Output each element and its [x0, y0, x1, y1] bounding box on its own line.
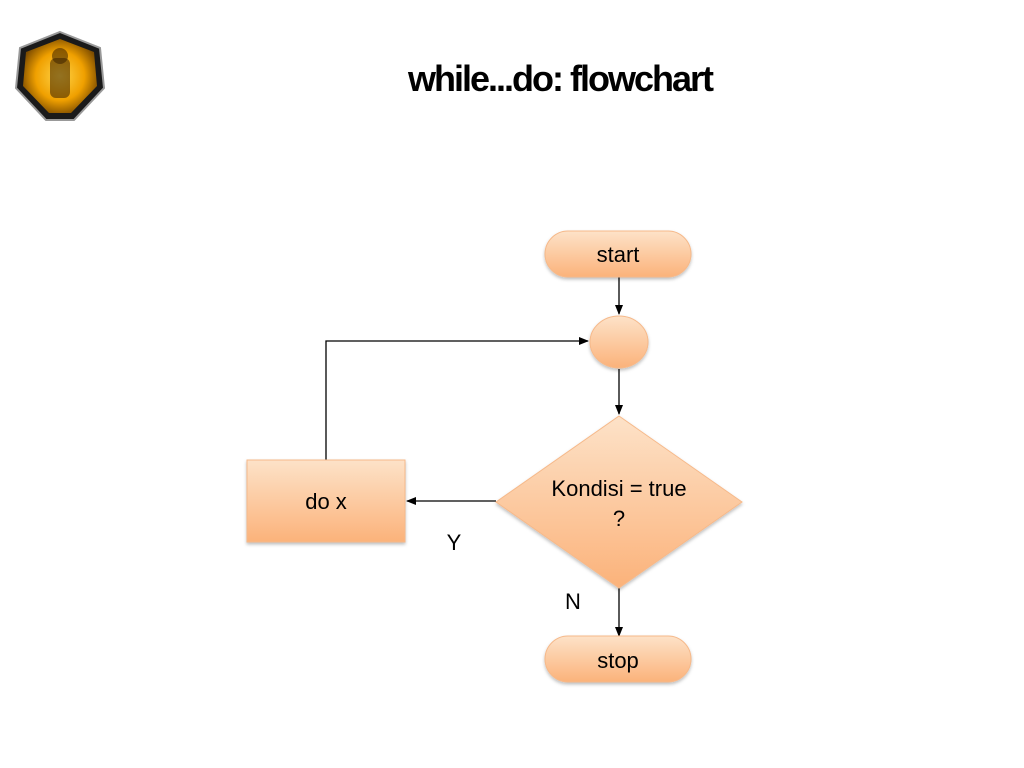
- arrow-process-loop-back: [325, 337, 589, 460]
- slide-title: while...do: flowchart: [407, 58, 714, 99]
- decision-diamond: [495, 415, 743, 589]
- decision-label-line2: ?: [613, 506, 625, 531]
- start-terminator: [544, 230, 692, 278]
- process-box: [246, 459, 406, 543]
- loop-connector-circle: [589, 315, 649, 369]
- no-branch-label: N: [565, 589, 581, 614]
- start-label: start: [597, 242, 640, 267]
- flow-arrows: [325, 277, 623, 637]
- stop-terminator: [544, 635, 692, 683]
- yes-branch-label: Y: [447, 530, 462, 555]
- stop-label: stop: [597, 648, 639, 673]
- process-label: do x: [305, 489, 347, 514]
- decision-label-line1: Kondisi = true: [551, 476, 686, 501]
- university-logo: [14, 30, 106, 121]
